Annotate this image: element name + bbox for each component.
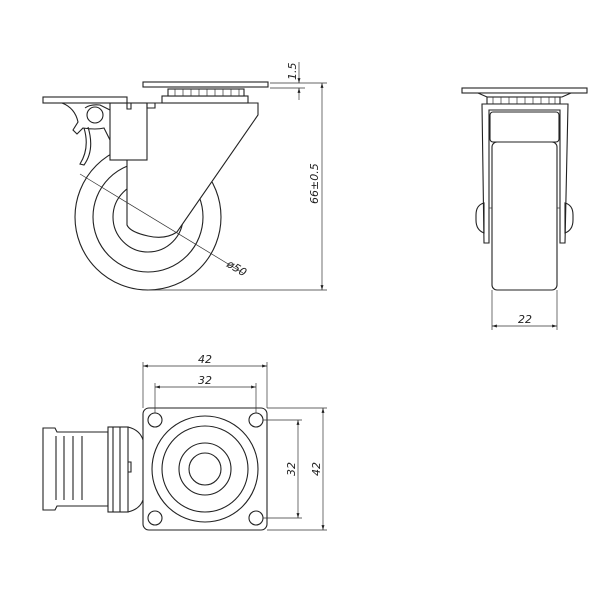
hole-spacing-width-label: 32 — [198, 374, 212, 387]
height-label: 66±0.5 — [308, 163, 321, 204]
diameter-dimension-line — [79, 173, 244, 274]
fork — [126, 102, 259, 238]
wheel-diameter-label: ø50 — [224, 257, 249, 279]
top-plate — [461, 87, 588, 94]
side-view: ø50 66±0.5 1.5 — [42, 62, 327, 291]
top-view: 42 32 32 42 — [42, 353, 327, 531]
plate-width-label: 42 — [198, 353, 212, 366]
brake-pivot — [86, 106, 104, 124]
hole-spacing-height-label: 32 — [285, 462, 298, 476]
brake-lever — [61, 102, 111, 166]
brake-housing — [109, 102, 148, 161]
wheel — [491, 141, 558, 291]
mounting-hole — [147, 510, 163, 526]
wheel-width-label: 22 — [518, 313, 532, 326]
brake-plate — [42, 96, 128, 104]
plate-height-label: 42 — [310, 462, 323, 476]
plate-thickness-label: 1.5 — [286, 63, 299, 81]
top-plate — [142, 81, 269, 88]
front-view: 22 — [461, 87, 588, 330]
brake-pedal — [42, 427, 109, 511]
fork — [481, 103, 569, 244]
